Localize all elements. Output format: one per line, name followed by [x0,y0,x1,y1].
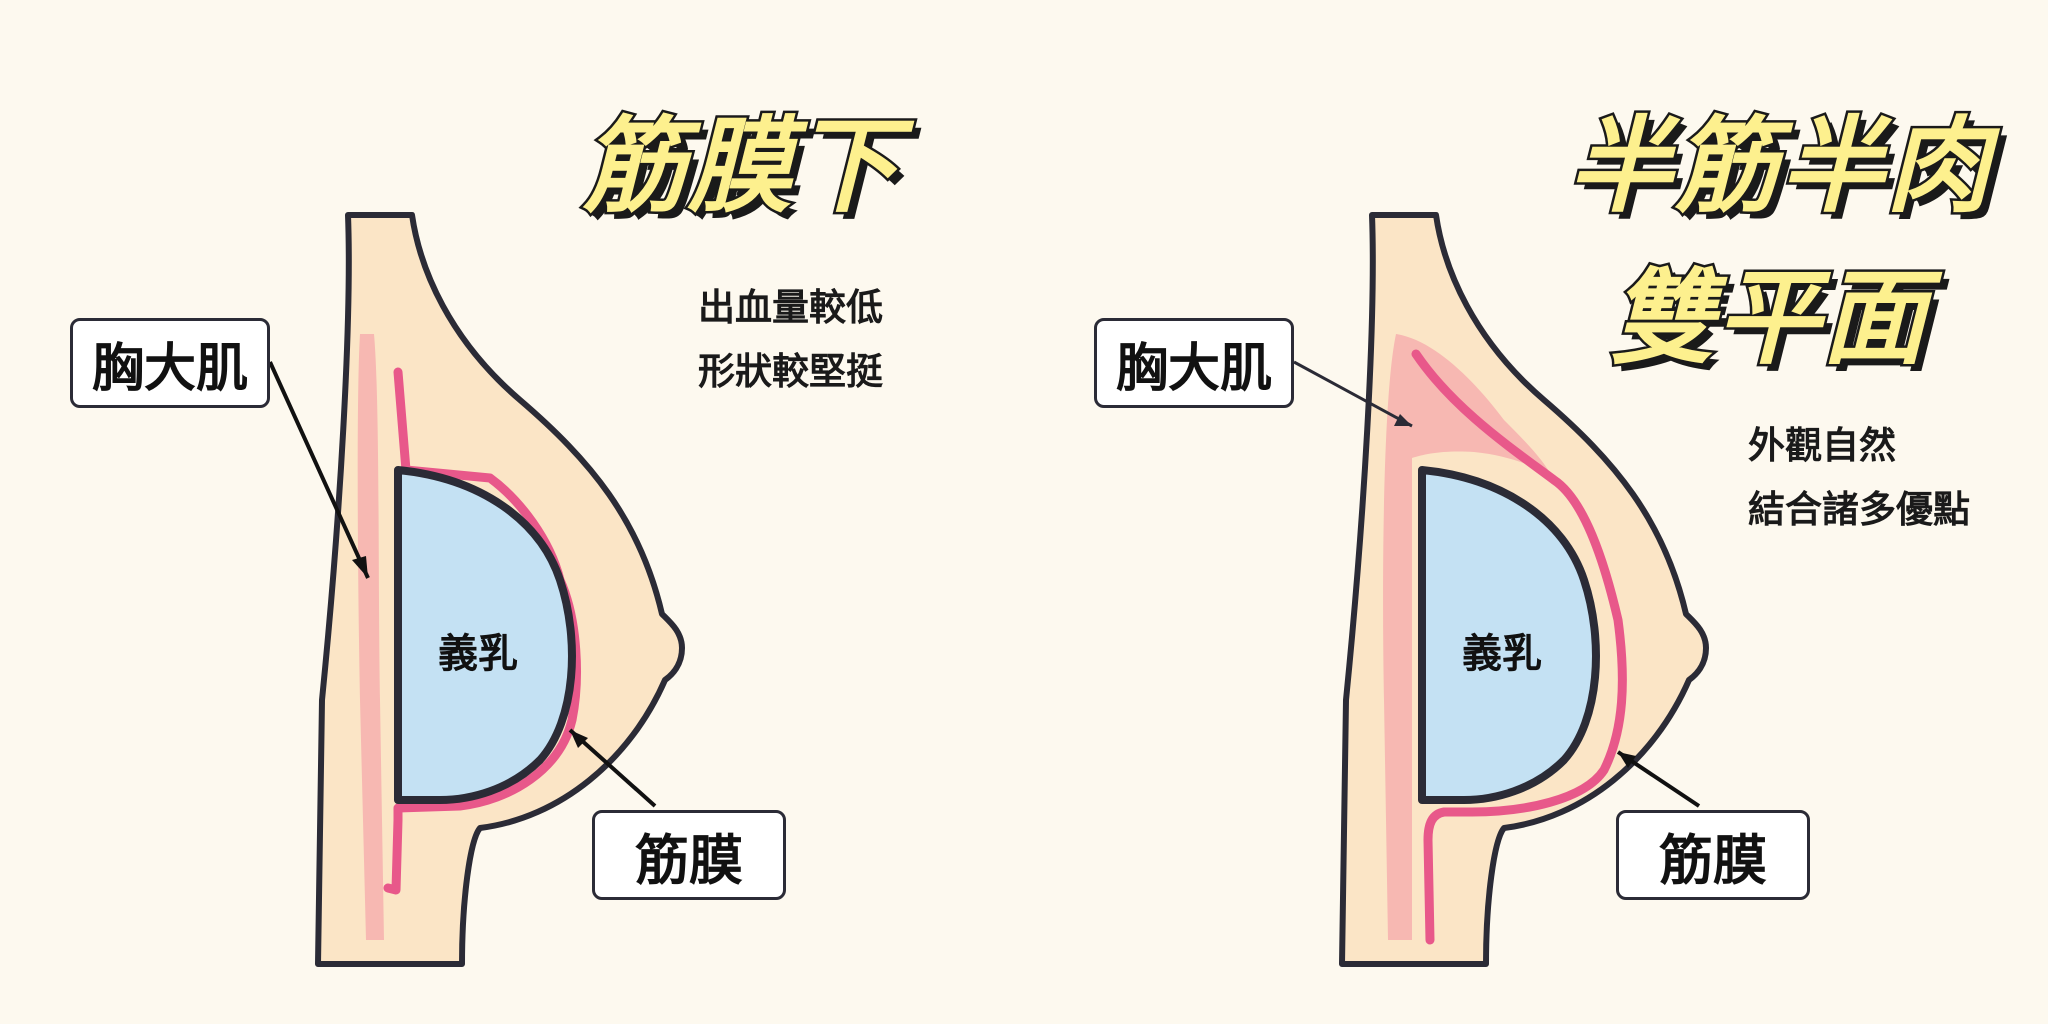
implant-label: 義乳 [1462,631,1542,677]
muscle-arrow [268,361,370,579]
benefit-note: 出血量較低 [698,286,883,329]
fascia-arrow [568,728,657,808]
dual-plane-anatomy-diagram [1293,212,1709,967]
benefit-note: 結合諸多優點 [1748,488,1970,531]
panel-title: 筋膜下 [579,105,901,227]
muscle-arrow [1293,360,1413,428]
implant-shape [394,466,576,804]
fascia-label: 筋膜 [1616,810,1810,900]
implant-shape [1418,466,1600,804]
panel-title: 半筋半肉 [1565,105,1993,227]
pectoralis-muscle [357,334,384,940]
fascia-line [383,367,581,895]
muscle-label: 胸大肌 [1094,318,1294,408]
panel-subtitle: 雙平面 [1607,257,1929,379]
subfascial-anatomy-diagram [268,212,685,967]
fascia-line [1411,349,1627,945]
benefit-notes: 出血量較低 形狀較堅挺 [698,276,883,404]
benefit-note: 形狀較堅挺 [698,350,883,393]
dual-plane-panel: 半筋半肉 雙平面 外觀自然 結合諸多優點 胸大肌 義乳 筋膜 [1024,0,2048,1024]
fascia-arrow [1616,750,1701,808]
fascia-label: 筋膜 [592,810,786,900]
subfascial-panel: 筋膜下 出血量較低 形狀較堅挺 胸大肌 義乳 筋膜 [70,105,901,967]
muscle-label: 胸大肌 [70,318,270,408]
pectoralis-muscle [1383,334,1554,940]
implant-label: 義乳 [438,631,518,677]
benefit-notes: 外觀自然 結合諸多優點 [1748,414,1970,542]
benefit-note: 外觀自然 [1748,424,1896,467]
